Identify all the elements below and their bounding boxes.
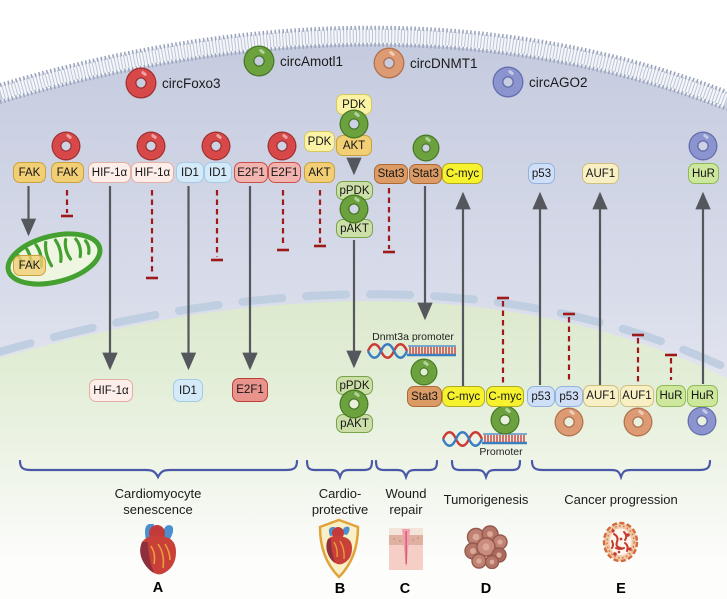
protein-box-cmyc-nuc: C-myc xyxy=(486,386,524,407)
protein-box-pdk: PDK xyxy=(304,131,335,152)
dnmt3a-promoter-label: Dnmt3a promoter xyxy=(372,331,454,343)
protein-box-id1: ID1 xyxy=(176,162,204,183)
circAmotl1-ring xyxy=(492,407,518,433)
activation-arrows xyxy=(20,157,711,386)
inhibition-lines xyxy=(61,188,677,383)
circAmotl1-legend-label: circAmotl1 xyxy=(280,54,344,69)
heart-icon xyxy=(140,524,176,575)
panel-letter-b: B xyxy=(334,581,346,597)
protein-box-stat3: Stat3 xyxy=(409,164,442,184)
protein-box-fak: FAK xyxy=(51,162,84,183)
protein-box-hif1a-nuc: HIF-1α xyxy=(89,379,133,402)
protein-box-ppdk: pPDK xyxy=(336,181,373,200)
wound-icon xyxy=(389,528,423,570)
circDNMT1-ring xyxy=(625,409,651,435)
protein-box-pakt: pAKT xyxy=(336,219,373,238)
circFoxo3-ring xyxy=(53,133,79,159)
protein-box-fak-mito: FAK xyxy=(13,255,46,276)
protein-box-e2f1-nuc: E2F1 xyxy=(232,378,268,402)
category-label-d: Tumorigenesis xyxy=(443,492,529,507)
tumor-icon xyxy=(464,525,508,569)
protein-box-id1-nuc: ID1 xyxy=(173,379,203,402)
protein-box-cmyc: C-myc xyxy=(442,163,483,184)
category-braces xyxy=(18,459,712,481)
cmyc-promoter-dna xyxy=(441,431,527,447)
protein-box-stat3: Stat3 xyxy=(374,164,408,184)
circAmotl1-legend-ring xyxy=(245,47,273,75)
panel-letter-d: D xyxy=(480,581,492,597)
protein-box-p53-nuc: p53 xyxy=(527,386,555,407)
protein-box-hur-nuc: HuR xyxy=(656,385,686,407)
protein-box-akt: AKT xyxy=(304,162,335,183)
category-label-e: Cancer progression xyxy=(564,492,678,507)
promoter-label: Promoter xyxy=(479,446,523,458)
protein-box-e2f1: E2F1 xyxy=(234,162,268,183)
protein-box-stat3-nuc: Stat3 xyxy=(407,386,442,407)
protein-box-hur-nuc: HuR xyxy=(687,385,718,407)
protein-box-fak: FAK xyxy=(13,162,46,183)
circDNMT1-legend-label: circDNMT1 xyxy=(410,56,478,71)
circAGO2-legend-label: circAGO2 xyxy=(529,75,588,90)
protein-box-hur: HuR xyxy=(688,163,719,184)
protein-box-hif1a: HIF-1α xyxy=(131,162,174,183)
nuclear-envelope xyxy=(0,290,727,373)
circFoxo3-legend-ring xyxy=(127,69,155,97)
protein-box-auf1-nuc: AUF1 xyxy=(583,385,619,407)
circFoxo3-ring xyxy=(269,133,295,159)
category-label-a: Cardiomyocyte senescence xyxy=(114,486,202,517)
circAGO2-legend-ring xyxy=(494,68,522,96)
protein-box-cmyc-nuc: C-myc xyxy=(442,386,485,407)
cancer-icon xyxy=(602,521,639,563)
protein-box-auf1-nuc: AUF1 xyxy=(620,385,654,407)
circFoxo3-ring xyxy=(138,133,164,159)
protein-box-akt: AKT xyxy=(336,135,372,156)
panel-letter-c: C xyxy=(399,581,411,597)
panel-letter-e: E xyxy=(616,581,626,597)
nucleus-region xyxy=(0,301,727,599)
circAmotl1-ring xyxy=(341,111,367,137)
protein-box-pakt-nuc: pAKT xyxy=(336,414,373,433)
circAmotl1-ring xyxy=(412,360,436,384)
protein-box-e2f1: E2F1 xyxy=(268,162,301,183)
circDNMT1-ring xyxy=(556,409,582,435)
circAmotl1-ring xyxy=(414,136,438,160)
panel-letter-a: A xyxy=(152,580,164,596)
dnmt3a-promoter-dna xyxy=(366,343,456,359)
protein-box-p53: p53 xyxy=(528,163,555,184)
circFoxo3-ring xyxy=(203,133,229,159)
circAGO2-ring xyxy=(690,133,716,159)
category-label-b: Cardio-protective xyxy=(311,486,369,517)
circAmotl1-ring xyxy=(341,391,367,417)
protein-box-p53-nuc: p53 xyxy=(555,386,583,407)
circAmotl1-ring xyxy=(341,196,367,222)
plasma-membrane xyxy=(0,25,727,111)
category-label-c: Wound repair xyxy=(385,486,427,517)
shield-heart-icon xyxy=(318,518,360,579)
protein-box-auf1: AUF1 xyxy=(582,163,619,184)
circFoxo3-legend-label: circFoxo3 xyxy=(162,76,221,91)
protein-box-id1: ID1 xyxy=(204,162,232,183)
circDNMT1-legend-ring xyxy=(375,49,403,77)
circAGO2-ring xyxy=(689,408,715,434)
protein-box-hif1a: HIF-1α xyxy=(88,162,131,183)
